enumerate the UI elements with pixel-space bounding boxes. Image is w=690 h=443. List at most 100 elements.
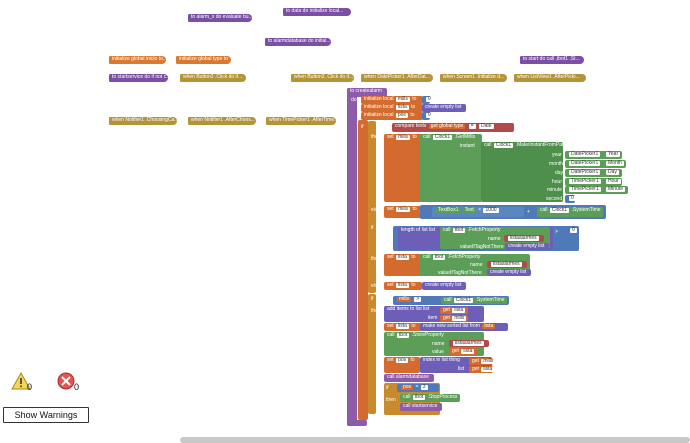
text-listaalarmes[interactable]: listaalarmes [487,261,527,268]
prop-hour[interactable]: Hour [602,178,622,186]
number-zero[interactable]: 0 [565,195,576,203]
get-mills[interactable]: get mills [469,358,496,365]
operator[interactable]: > [414,296,422,302]
var-name[interactable]: pos [396,357,409,363]
var-name[interactable]: lista [396,254,409,260]
component-clock1[interactable]: Clock1 [432,134,453,140]
get-lista[interactable]: get lista [469,366,495,373]
operator[interactable]: = [468,123,476,129]
create-empty-list[interactable]: create empty list [422,104,466,112]
text-listaalarmes[interactable]: listaalarmes [504,235,544,242]
prop-day[interactable]: Day [602,169,622,177]
var-name[interactable]: lista [395,104,409,110]
text[interactable]: listaalarmes [491,261,522,267]
set-pos[interactable]: set pos to [384,357,420,373]
component-clock1[interactable]: Clock1 [549,207,570,213]
call-systemtime[interactable]: call Clock1 .SystemTime [441,297,507,304]
var-name[interactable]: mills [452,315,467,321]
component[interactable]: DatePicker1 [569,160,601,166]
component-tbot[interactable]: tbot [396,332,410,338]
property[interactable]: Month [606,160,624,166]
get-global-type[interactable]: get global type [428,123,466,129]
var-name[interactable]: lista [396,282,409,288]
call-startservice[interactable]: call startservice [400,403,442,411]
get-pos[interactable]: pos [401,384,414,390]
var-name[interactable]: mills [481,358,496,364]
property[interactable]: Hour [606,178,621,184]
text[interactable]: listaalarmes [508,235,539,241]
prop-month[interactable]: Month [602,160,626,168]
component-clock1[interactable]: Clock1 [453,297,474,303]
datepicker-year[interactable]: DatePicker1 [565,151,605,159]
get-lista[interactable]: lista [482,323,496,329]
get-mills[interactable]: mills [397,296,411,302]
set-mills-else[interactable]: set mills to [384,206,422,218]
set-lista-else[interactable]: set lista to [384,282,422,290]
get-lista[interactable]: get lista [449,348,477,355]
var-name[interactable]: lista [461,348,475,354]
datepicker-day[interactable]: DatePicker1 [565,169,605,177]
number-zero[interactable]: 0 [422,96,433,104]
collapsed-block[interactable]: to alarmdatabase do initial... [265,38,331,46]
var-name[interactable]: lista [481,366,495,372]
var-name[interactable]: lista [396,323,409,329]
var-name[interactable]: mills [396,206,411,212]
property-text[interactable]: Text [462,207,476,213]
create-empty-list[interactable]: create empty list [422,282,466,290]
prop-minute[interactable]: Minute [602,186,628,194]
component[interactable]: DatePicker1 [569,151,601,157]
collapsed-block[interactable]: when Button2 .Click do if... [180,74,246,82]
text[interactable]: listaalarmes [453,340,484,346]
collapsed-block[interactable]: to start do call ,tbot1 .St... [520,56,584,64]
compare-texts[interactable]: compare texts get global type = Date [392,123,514,132]
component-textbox1[interactable]: TextBox1 [436,207,461,213]
call-systemtime[interactable]: call Clock1 .SystemTime [537,207,603,217]
collapsed-block[interactable]: initialize global inicio to... [109,56,167,64]
component[interactable]: DatePicker1 [569,169,601,175]
timepicker-hour[interactable]: TimePicker1 [565,178,605,186]
get-mills[interactable]: get mills [440,315,468,322]
show-warnings-button[interactable]: Show Warnings [3,407,89,423]
collapsed-block[interactable]: when ListView1 .AfterPicki... [514,74,586,82]
component[interactable]: TimePicker1 [569,178,601,184]
var-name[interactable]: mills [396,134,411,140]
property[interactable]: Day [606,169,619,175]
compare-pos[interactable]: pos = 3 [397,384,439,392]
procedure-header[interactable]: to createalarm [347,88,387,97]
call-getmillis[interactable]: call Clock1 .GetMillis [420,134,482,202]
collapsed-block[interactable]: when DatePicker1 .AfterDat... [361,74,433,82]
set-lista-sorted[interactable]: set lista to [384,323,422,331]
component-tbot[interactable]: tbot [452,227,466,233]
collapsed-block[interactable]: when Screen1 .Initialize d... [440,74,507,82]
set-lista[interactable]: set lista to [384,254,422,276]
number-zero[interactable]: 0 [422,112,433,120]
collapsed-block[interactable]: when Notifier1 .AfterChoos... [188,117,256,125]
component[interactable]: TimePicker1 [569,186,601,192]
collapsed-block[interactable]: initialize global type to " " [176,56,234,64]
component-clock1[interactable]: Clock1 [493,142,514,148]
collapsed-block[interactable]: to data do initialize local... [283,8,351,16]
collapsed-block[interactable]: to alarm_x do evaluate bu... [188,14,253,22]
var-name[interactable]: lista [452,307,466,313]
var-name[interactable]: mills [395,96,410,102]
call-stopprocess[interactable]: call tbot .StopProcess [400,394,460,402]
number[interactable]: 3 [420,384,428,390]
call-alarmdatabase[interactable]: call alarmdatabase [384,374,434,382]
collapsed-block[interactable]: when TimePicker1 .AfterTime... [266,117,338,125]
prop-year[interactable]: Year [602,151,622,159]
component-tbot[interactable]: tbot [432,254,446,260]
text-date[interactable]: Date [479,123,494,129]
init-local-lista[interactable]: initialize local lista to [361,104,423,112]
set-mills[interactable]: set mills to [384,134,422,202]
property[interactable]: Year [606,151,621,157]
get-lista[interactable]: get lista [440,307,468,314]
collapsed-block[interactable]: when Notifier1 .ChoosingCa... [109,117,178,125]
init-local-mills[interactable]: initialize local mills to [361,96,423,104]
collapsed-block[interactable]: to startservice do if not c... [109,74,170,82]
call-makeinstant[interactable]: call Clock1 .MakeInstantFromParts [481,142,568,202]
number[interactable]: 1000 [483,207,499,213]
warning-icon[interactable] [11,372,31,390]
timepicker-minute[interactable]: TimePicker1 [565,186,605,194]
number-zero[interactable]: 0 [566,227,577,235]
